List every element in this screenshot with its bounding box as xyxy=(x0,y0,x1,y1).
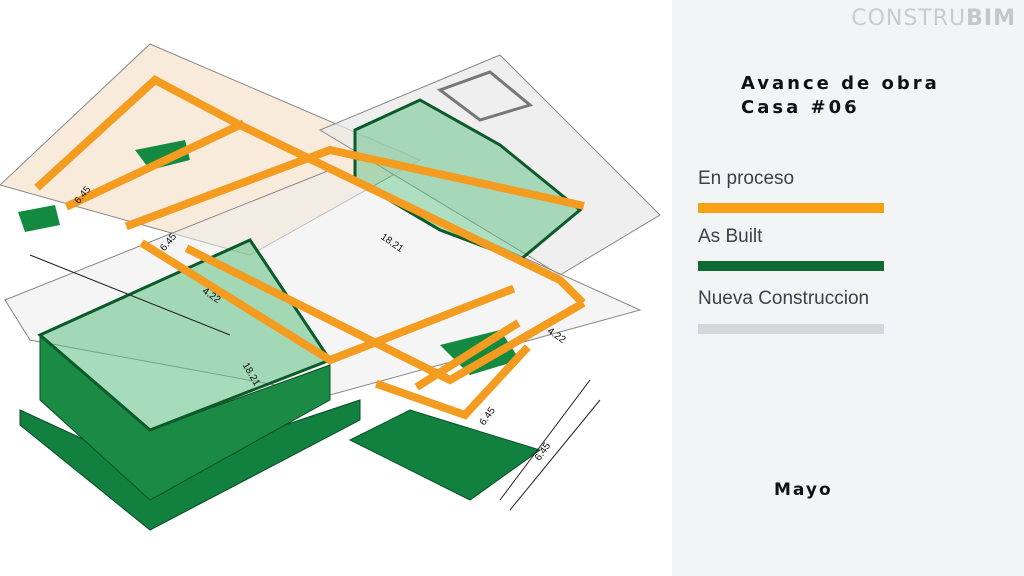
legend-label-en-proceso: En proceso xyxy=(698,168,795,189)
dimension-lines xyxy=(29,254,601,511)
legend-label-nueva-construccion: Nueva Construccion xyxy=(698,288,870,309)
legend-bar-nueva-construccion xyxy=(698,324,884,334)
roof-slab-far-right xyxy=(436,70,534,122)
legend-panel: CONSTRUBIM Avance de obra Casa #06 En pr… xyxy=(672,0,1024,576)
legend-bar-en-proceso xyxy=(698,203,884,213)
dimension-label: 6.45 xyxy=(478,405,498,428)
column-base-2 xyxy=(18,205,60,232)
foundation-right xyxy=(348,409,542,501)
title-line-2: Casa #06 xyxy=(741,97,860,118)
logo-bold-text: BIM xyxy=(966,6,1016,31)
construbim-logo: CONSTRUBIM xyxy=(851,6,1016,31)
month-label: Mayo xyxy=(774,480,833,500)
bim-3d-model: 6.45 6.45 18.21 4.22 18.21 4.22 6.45 6.4… xyxy=(0,43,661,531)
title-line-1: Avance de obra xyxy=(741,73,940,94)
legend-label-as-built: As Built xyxy=(698,226,763,247)
legend-bar-as-built xyxy=(698,261,884,271)
logo-light-text: CONSTRU xyxy=(851,6,967,31)
beams-in-process xyxy=(34,75,586,420)
page-title: Avance de obra Casa #06 xyxy=(741,72,940,120)
dimension-label: 6.45 xyxy=(533,441,553,464)
column-base xyxy=(135,140,190,170)
